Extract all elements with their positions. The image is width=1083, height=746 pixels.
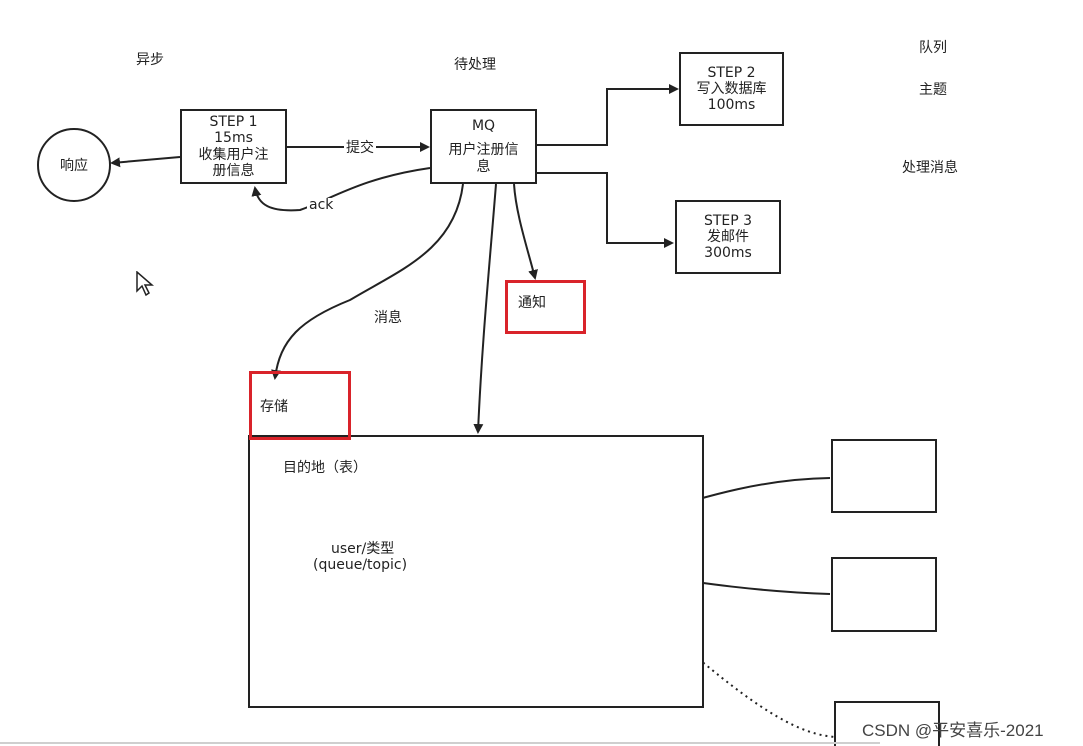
step2-box: STEP 2 写入数据库 100ms	[679, 52, 784, 126]
message-label: 消息	[374, 310, 402, 326]
submit-label: 提交	[344, 140, 376, 157]
producer-box-3	[834, 701, 940, 746]
destination-container	[248, 435, 704, 708]
response-label: 响应	[60, 158, 88, 174]
mq-to-step3-arrow	[537, 172, 674, 248]
pending-label: 待处理	[454, 57, 496, 73]
step1-box: STEP 1 15ms 收集用户注 册信息	[180, 109, 287, 184]
mq-desc-line2: 息	[476, 158, 491, 175]
type-label-line2: (queue/topic)	[313, 557, 408, 573]
step3-box: STEP 3 发邮件 300ms	[675, 200, 781, 274]
storage-highlight	[249, 371, 351, 440]
watermark: CSDN @平安喜乐-2021	[862, 721, 1044, 740]
step1-desc-line1: 收集用户注	[198, 146, 269, 163]
producer-box-1	[831, 439, 937, 513]
notify-label: 通知	[518, 295, 546, 311]
process-message-label: 处理消息	[902, 160, 958, 176]
mouse-cursor-icon	[136, 271, 154, 297]
producer-box-2	[831, 557, 937, 632]
async-label: 异步	[136, 52, 164, 68]
storage-label: 存储	[260, 399, 288, 415]
mq-to-storage-arrow	[271, 183, 464, 380]
step2-desc: 写入数据库	[696, 80, 767, 97]
ack-label: ack	[307, 197, 336, 214]
mq-title: MQ	[471, 118, 496, 135]
queue-label: 队列	[919, 40, 947, 56]
bottom-divider	[0, 742, 880, 744]
topic-label: 主题	[919, 82, 947, 98]
mq-box: MQ 用户注册信 息	[430, 109, 537, 184]
step3-title: STEP 3	[703, 212, 753, 229]
step3-time: 300ms	[704, 245, 752, 262]
type-label-line1: user/类型	[331, 541, 395, 557]
step1-desc-line2: 册信息	[212, 162, 255, 179]
step1-to-response-arrow	[110, 156, 181, 168]
response-node: 响应	[37, 128, 111, 202]
mq-to-step2-arrow	[537, 84, 679, 146]
mq-to-notify-arrow	[513, 183, 538, 280]
mq-to-destination-arrow	[473, 183, 497, 434]
destination-label: 目的地（表）	[283, 460, 367, 476]
step2-time: 100ms	[707, 97, 756, 114]
mq-desc-line1: 用户注册信	[448, 142, 519, 159]
step3-desc: 发邮件	[707, 228, 749, 245]
step1-time: 15ms	[214, 130, 253, 147]
step2-title: STEP 2	[707, 64, 756, 81]
notify-highlight	[505, 280, 586, 334]
step1-title: STEP 1	[209, 114, 258, 131]
